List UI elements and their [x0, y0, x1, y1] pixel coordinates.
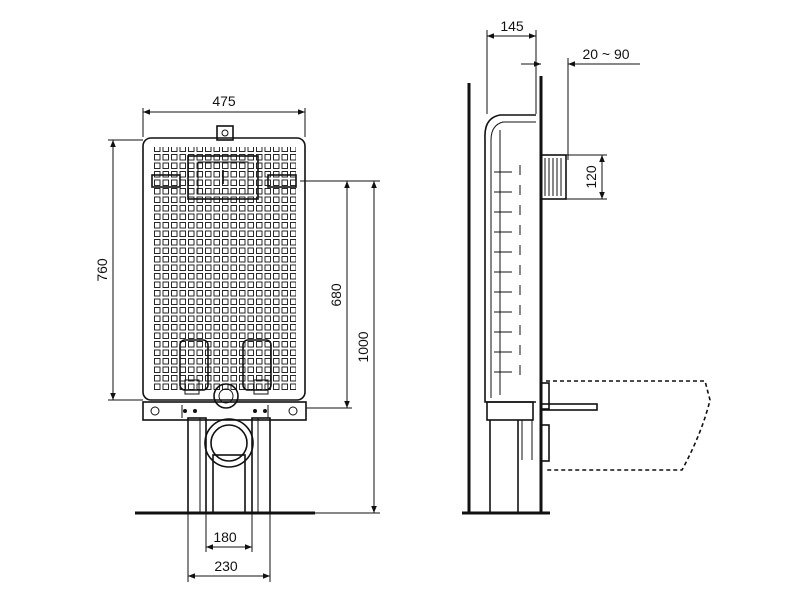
dim-20-90: 20 ~ 90: [521, 46, 640, 160]
dim-760-label: 760: [94, 258, 110, 282]
wc-pan-outline: [546, 380, 711, 471]
dim-680: 680: [300, 180, 352, 409]
dim-760: 760: [94, 139, 143, 401]
dim-230: 230: [187, 513, 271, 582]
waste-pipe: [204, 418, 254, 514]
dim-230-label: 230: [214, 558, 238, 574]
dim-180: 180: [205, 513, 253, 552]
pan-bracket: [540, 382, 598, 462]
dim-475-label: 475: [212, 93, 236, 109]
dim-120: 120: [566, 154, 607, 200]
side-ribs: [494, 165, 521, 375]
mounting-rail: [142, 401, 307, 421]
cistern-body: [142, 125, 306, 409]
dim-145-label: 145: [500, 18, 524, 34]
dim-145: 145: [486, 18, 537, 114]
dim-680-label: 680: [328, 283, 344, 307]
cistern-side: [484, 114, 536, 513]
dim-475: 475: [142, 93, 306, 137]
frame-legs: [187, 417, 271, 514]
dim-1000-label: 1000: [355, 331, 371, 362]
dim-180-label: 180: [213, 529, 237, 545]
side-view: 145 20 ~ 90 120: [462, 18, 711, 515]
dim-120-label: 120: [583, 165, 599, 189]
dim-20-90-label: 20 ~ 90: [582, 46, 629, 62]
front-view: 475 760 680 1000 180: [94, 93, 380, 582]
dim-1000: 1000: [300, 180, 380, 514]
flush-connector: [540, 154, 567, 200]
